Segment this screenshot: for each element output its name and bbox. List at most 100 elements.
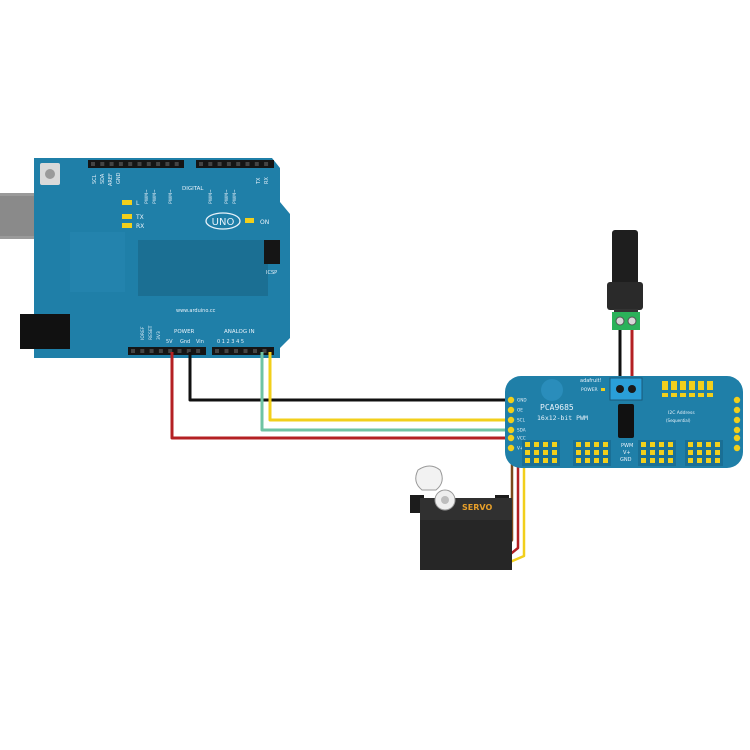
header-pin bbox=[226, 162, 231, 166]
address-jumper bbox=[662, 381, 668, 390]
svg-text:RX: RX bbox=[136, 223, 144, 230]
svg-text:SCL: SCL bbox=[92, 174, 98, 184]
header-pin bbox=[158, 349, 163, 353]
arduino-uno-board: UNO ON L TX RX ICSP SCL SDA AREF GND DIG… bbox=[0, 158, 290, 358]
led-l bbox=[122, 200, 132, 205]
scl-wire-yellow bbox=[268, 352, 508, 422]
svg-text:PWM: PWM bbox=[621, 443, 633, 449]
gnd-wire-black bbox=[188, 352, 508, 402]
pwm-pin bbox=[650, 450, 655, 455]
svg-text:0 1 2 3 4 5: 0 1 2 3 4 5 bbox=[217, 339, 244, 345]
pwm-pin bbox=[603, 442, 608, 447]
header-pin bbox=[140, 349, 145, 353]
address-jumper bbox=[707, 393, 713, 397]
header-pin bbox=[234, 349, 238, 353]
svg-text:ANALOG IN: ANALOG IN bbox=[224, 329, 255, 335]
pwm-pin bbox=[534, 450, 539, 455]
svg-text:3V3: 3V3 bbox=[156, 331, 162, 340]
pwm-pin bbox=[603, 450, 608, 455]
header-pin bbox=[199, 162, 203, 166]
svg-text:SDA: SDA bbox=[100, 173, 106, 184]
pin-pad bbox=[507, 426, 515, 434]
svg-text:AREF: AREF bbox=[108, 173, 114, 186]
pwm-pin bbox=[668, 458, 673, 463]
address-jumper bbox=[671, 393, 677, 397]
pwm-pin bbox=[697, 442, 702, 447]
header-pin bbox=[253, 349, 257, 353]
on-led bbox=[245, 218, 254, 223]
pwm-pin bbox=[594, 458, 599, 463]
adafruit-logo bbox=[541, 379, 563, 401]
pwm-pin bbox=[715, 450, 720, 455]
pwm-pin bbox=[659, 458, 664, 463]
pin-pad bbox=[507, 444, 515, 452]
header-pin bbox=[196, 349, 201, 353]
svg-text:PWM~: PWM~ bbox=[232, 189, 238, 204]
servo-label: SERVO bbox=[462, 503, 492, 512]
digital-header-left bbox=[88, 160, 184, 168]
pwm-pin bbox=[706, 458, 711, 463]
power-terminal bbox=[609, 377, 643, 401]
pin-pad bbox=[733, 396, 741, 404]
power-header bbox=[128, 347, 206, 355]
svg-text:(Sequential): (Sequential) bbox=[666, 418, 691, 423]
header-pin bbox=[146, 162, 151, 166]
pwm-pin bbox=[697, 458, 702, 463]
pin-pad bbox=[507, 396, 515, 404]
pin-label: VCC bbox=[517, 436, 526, 441]
svg-text:I2C Address: I2C Address bbox=[668, 410, 695, 416]
pin-pad bbox=[733, 406, 741, 414]
pwm-pin bbox=[668, 450, 673, 455]
address-jumper bbox=[698, 381, 704, 390]
pwm-pin bbox=[641, 442, 646, 447]
svg-text:POWER: POWER bbox=[581, 387, 598, 393]
uno-logo-text: UNO bbox=[212, 217, 235, 228]
pin-pad bbox=[733, 444, 741, 452]
icsp-header bbox=[264, 240, 280, 264]
header-pin bbox=[165, 162, 170, 166]
svg-text:PWM~: PWM~ bbox=[168, 189, 174, 204]
header-pin bbox=[264, 162, 269, 166]
header-pin bbox=[100, 162, 105, 166]
pwm-pin bbox=[543, 458, 548, 463]
header-pin bbox=[262, 349, 267, 353]
pwm-pin bbox=[585, 458, 590, 463]
header-pin bbox=[177, 349, 182, 353]
address-jumper bbox=[689, 393, 695, 397]
header-pin bbox=[109, 162, 114, 166]
header-pin bbox=[118, 162, 123, 166]
pwm-pin bbox=[668, 442, 673, 447]
capacitor bbox=[618, 404, 634, 438]
address-jumper bbox=[698, 393, 704, 397]
pin-label: SCL bbox=[517, 418, 526, 423]
pin-pad bbox=[507, 434, 515, 442]
address-jumper bbox=[680, 393, 686, 397]
address-jumper bbox=[707, 381, 713, 390]
svg-text:adafruit!: adafruit! bbox=[580, 378, 602, 384]
analog-header bbox=[212, 347, 274, 355]
svg-text:PCA9685: PCA9685 bbox=[540, 403, 574, 412]
pwm-pin bbox=[525, 458, 530, 463]
svg-text:5V: 5V bbox=[166, 339, 173, 345]
header-pin bbox=[174, 162, 179, 166]
pwm-pin bbox=[585, 450, 590, 455]
pin-pad bbox=[733, 416, 741, 424]
pca9685-board: adafruit! POWER PCA9685 16x12-bit PWM I2… bbox=[505, 376, 743, 468]
servo-wire-yellow bbox=[509, 458, 526, 564]
sda-wire-green bbox=[260, 352, 508, 432]
svg-text:PWM~: PWM~ bbox=[144, 189, 150, 204]
pin-pad bbox=[733, 426, 741, 434]
pwm-pin bbox=[534, 442, 539, 447]
header-pin bbox=[224, 349, 229, 353]
pwm-pin bbox=[688, 458, 693, 463]
pwm-pin bbox=[525, 442, 530, 447]
pwm-pin bbox=[697, 450, 702, 455]
pwm-pin bbox=[603, 458, 608, 463]
pwm-pin bbox=[715, 458, 720, 463]
led-rx bbox=[122, 223, 132, 228]
header-pin bbox=[131, 349, 135, 353]
pwm-pin bbox=[594, 450, 599, 455]
pin-pad bbox=[507, 406, 515, 414]
svg-text:L: L bbox=[136, 200, 140, 207]
header-pin bbox=[243, 349, 248, 353]
